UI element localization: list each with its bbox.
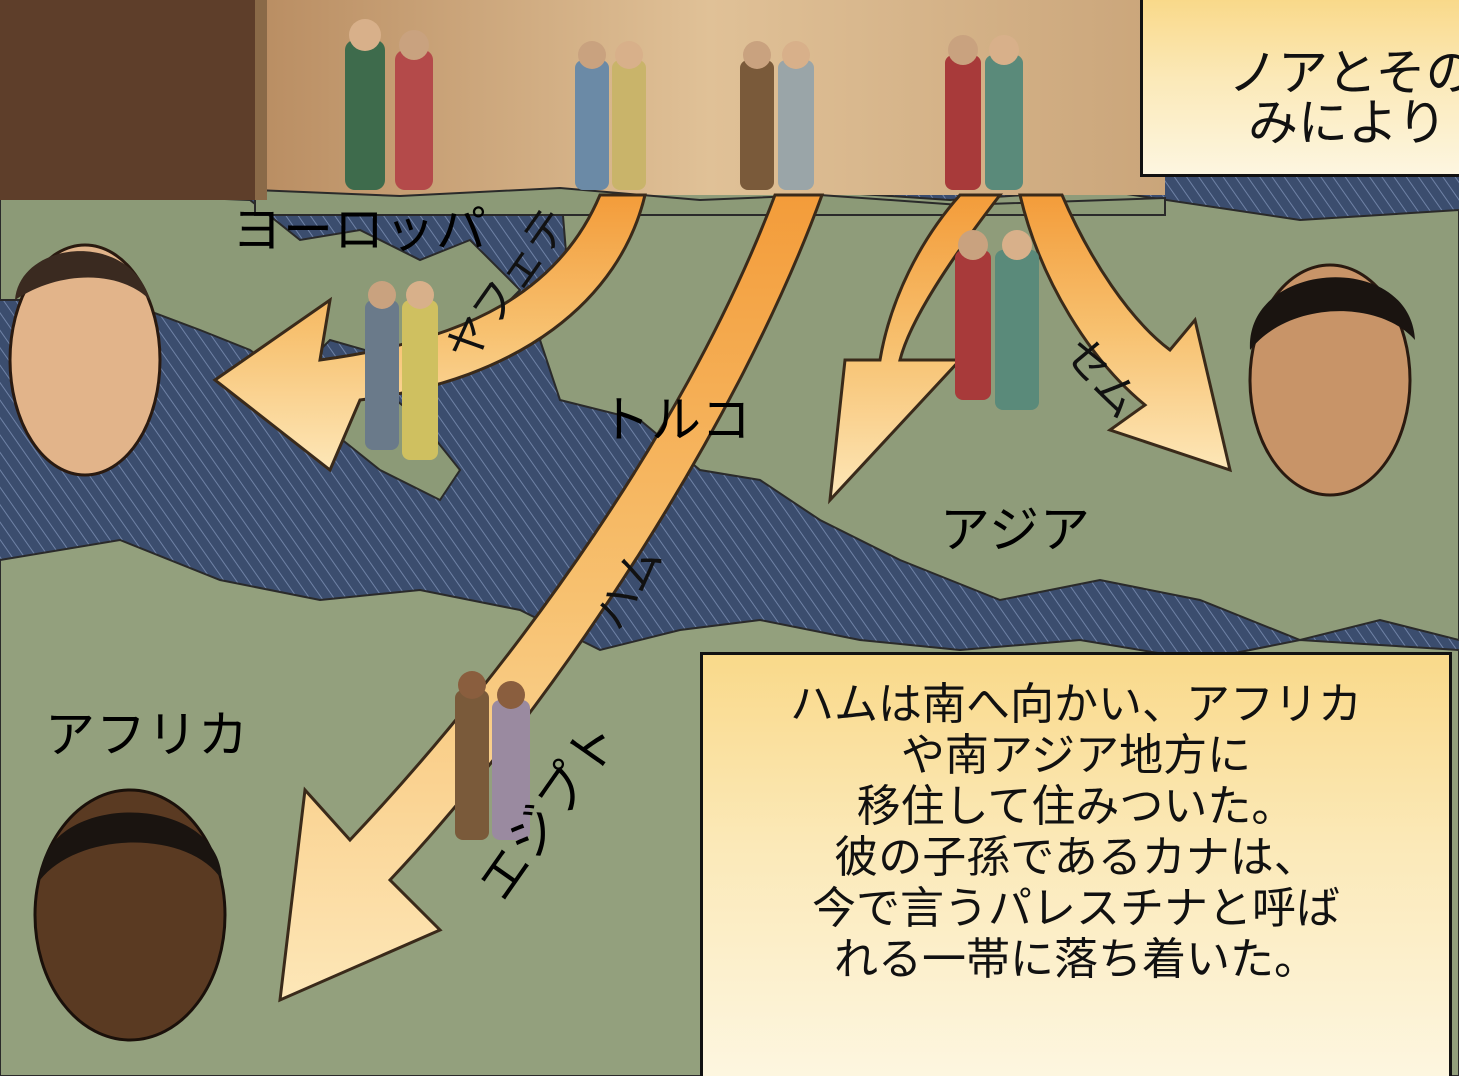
caption-bottom-line-6: れる一帯に落ち着いた。 xyxy=(834,934,1318,986)
label-europe: ヨーロッパ xyxy=(232,201,487,259)
face-asian xyxy=(1248,263,1415,497)
caption-top: ノアとその みにより xyxy=(1140,0,1459,177)
face-european xyxy=(8,243,162,477)
arrow-shem-left xyxy=(828,193,1004,505)
carved-wall xyxy=(0,0,260,200)
face-african xyxy=(33,788,227,1042)
caption-top-line-2: みにより xyxy=(1248,94,1447,152)
ladder-left xyxy=(255,0,267,200)
couple-1 xyxy=(575,41,646,190)
label-africa: アフリカ xyxy=(45,706,249,764)
couple-egypt xyxy=(455,671,530,840)
couple-europe xyxy=(365,281,438,460)
arrow-japheth xyxy=(212,193,647,473)
caption-bottom-line-5: 今で言うパレスチナと呼ば xyxy=(812,883,1340,935)
arrow-shem-right xyxy=(1018,193,1233,473)
caption-bottom-line-3: 移住して住みついた。 xyxy=(856,781,1296,833)
caption-bottom-line-4: 彼の子孫であるカナは、 xyxy=(834,832,1318,884)
couple-3 xyxy=(945,35,1023,190)
caption-bottom-line-1: ハムは南へ向かい、アフリカ xyxy=(790,679,1362,730)
label-asia: アジア xyxy=(940,501,1091,559)
caption-top-line-1: ノアとその xyxy=(1228,44,1459,102)
caption-bottom-line-2: や南アジア地方に xyxy=(900,730,1252,782)
coastline-top xyxy=(254,186,1166,216)
arrow-ham xyxy=(278,193,825,1003)
couple-2 xyxy=(740,41,814,190)
wood-backdrop xyxy=(255,0,1165,195)
caption-bottom: ハムは南へ向かい、アフリカ や南アジア地方に 移住して住みついた。 彼の子孫であ… xyxy=(700,652,1452,1076)
couple-asia xyxy=(955,230,1039,410)
couple-noah xyxy=(345,19,433,190)
label-turkey: トルコ xyxy=(600,391,752,449)
